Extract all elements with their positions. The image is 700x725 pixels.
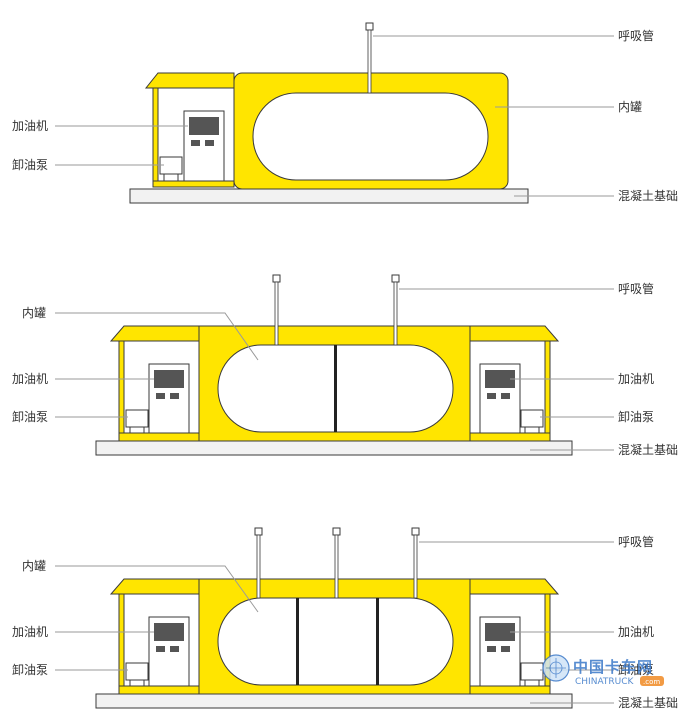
left-kiosk xyxy=(109,578,200,695)
diagram-two-compartment: 呼吸管 内罐 加油机 卸油泵 加油机 卸油泵 混凝土基础 xyxy=(12,274,678,457)
compartment-divider xyxy=(334,345,337,432)
label-pump-right: 卸油泵 xyxy=(618,409,654,424)
left-kiosk xyxy=(144,72,235,188)
watermark-suffix-badge xyxy=(640,676,664,686)
fuel-dispenser xyxy=(479,616,521,687)
label-dispenser-right: 加油机 xyxy=(618,625,654,639)
label-foundation: 混凝土基础 xyxy=(618,188,678,203)
kiosk-wall-left xyxy=(152,87,159,188)
label-inner-tank: 内罐 xyxy=(22,306,46,320)
kiosk-floor xyxy=(152,180,235,188)
watermark-suffix: .com xyxy=(643,678,660,686)
fuel-dispenser xyxy=(148,363,190,434)
label-inner-tank: 内罐 xyxy=(618,100,642,114)
unloading-pump xyxy=(520,409,544,433)
compartment-divider xyxy=(296,598,299,685)
diagram-single-compartment: 呼吸管 内罐 混凝土基础 加油机 卸油泵 xyxy=(12,22,678,204)
unloading-pump xyxy=(125,662,149,686)
watermark-en: CHINATRUCK xyxy=(575,677,635,687)
watermark-cn: 中国卡车网 xyxy=(573,658,653,676)
label-pump-right: 卸油泵 xyxy=(618,662,654,677)
breather-pipe xyxy=(272,274,281,346)
unloading-pump xyxy=(520,662,544,686)
right-kiosk xyxy=(469,325,560,442)
leader-lines xyxy=(55,35,614,197)
label-dispenser: 加油机 xyxy=(12,625,48,639)
breather-pipe xyxy=(391,274,400,346)
breather-pipe xyxy=(254,527,263,599)
label-dispenser: 加油机 xyxy=(12,372,48,386)
kiosk-roof xyxy=(144,72,235,89)
right-kiosk xyxy=(469,578,560,695)
label-dispenser: 加油机 xyxy=(12,119,48,133)
inner-tank xyxy=(252,92,489,181)
concrete-foundation xyxy=(95,693,573,709)
concrete-foundation xyxy=(129,188,529,204)
label-breather: 呼吸管 xyxy=(618,28,654,43)
concrete-foundation xyxy=(95,440,573,456)
unloading-pump xyxy=(159,156,183,181)
label-dispenser-right: 加油机 xyxy=(618,372,654,386)
breather-pipe xyxy=(365,22,374,94)
breather-pipe xyxy=(332,527,341,599)
fuel-dispenser xyxy=(148,616,190,687)
label-inner-tank: 内罐 xyxy=(22,559,46,573)
label-foundation: 混凝土基础 xyxy=(618,442,678,457)
unloading-pump xyxy=(125,409,149,433)
dispenser-screen xyxy=(189,117,219,135)
label-pump: 卸油泵 xyxy=(12,662,48,677)
fuel-dispenser xyxy=(183,110,225,182)
label-breather: 呼吸管 xyxy=(618,281,654,296)
inner-tank xyxy=(217,597,454,686)
truck-globe-icon xyxy=(542,654,570,682)
breather-pipe xyxy=(411,527,420,599)
leader-lines xyxy=(55,288,614,451)
label-pump: 卸油泵 xyxy=(12,409,48,424)
compartment-divider xyxy=(376,598,379,685)
leader-lines xyxy=(55,541,614,704)
diagram-three-compartment: 呼吸管 内罐 加油机 卸油泵 加油机 卸油泵 混凝土基础 xyxy=(12,527,678,710)
watermark-logo: 中国卡车网 CHINATRUCK .com xyxy=(542,654,664,687)
label-breather: 呼吸管 xyxy=(618,534,654,549)
fuel-dispenser xyxy=(479,363,521,434)
left-kiosk xyxy=(109,325,200,442)
label-foundation: 混凝土基础 xyxy=(618,695,678,710)
label-pump: 卸油泵 xyxy=(12,157,48,172)
